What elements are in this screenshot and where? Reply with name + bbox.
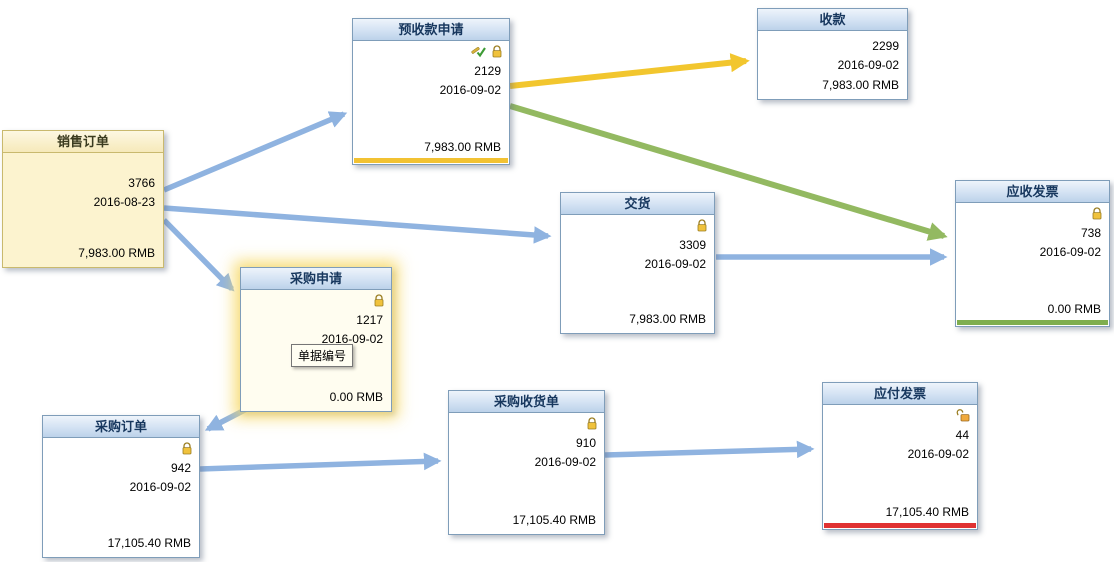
- node-delivery[interactable]: 交货 3309 2016-09-02 7,983.00 RMB: [560, 192, 715, 334]
- node-title: 应收发票: [1006, 184, 1059, 199]
- edit-check-icon: [471, 47, 486, 58]
- document-amount: 7,983.00 RMB: [629, 312, 706, 326]
- icon-row: [956, 203, 1109, 223]
- node-body: 2299 2016-09-02 7,983.00 RMB: [758, 31, 907, 99]
- node-goods-receipt-po[interactable]: 采购收货单 910 2016-09-02 17,105.40 RMB: [448, 390, 605, 535]
- icon-row: [353, 41, 509, 61]
- node-ap-invoice[interactable]: 应付发票 44 2016-09-02 17,105.40 RMB: [822, 382, 978, 530]
- node-header: 应收发票: [956, 181, 1109, 203]
- document-amount: 7,983.00 RMB: [424, 140, 501, 154]
- document-number: 3766: [128, 176, 155, 190]
- lock-closed-icon: [587, 417, 597, 430]
- document-date: 2016-09-02: [907, 447, 969, 461]
- node-header: 应付发票: [823, 383, 977, 405]
- document-number: 44: [955, 428, 969, 442]
- document-amount: 17,105.40 RMB: [512, 513, 596, 527]
- document-date: 2016-09-02: [837, 58, 899, 72]
- lock-closed-icon: [697, 219, 707, 232]
- document-number: 738: [1080, 226, 1101, 240]
- document-date: 2016-09-02: [439, 83, 501, 97]
- node-sales-order[interactable]: 销售订单 3766 2016-08-23 7,983.00 RMB: [2, 130, 164, 268]
- icon-row: [561, 215, 714, 235]
- lock-closed-icon: [492, 45, 502, 58]
- icon-row: [449, 413, 604, 433]
- node-header: 收款: [758, 9, 907, 31]
- document-date: 2016-09-02: [321, 332, 383, 346]
- node-title: 销售订单: [56, 134, 109, 149]
- node-body: 44 2016-09-02 17,105.40 RMB: [823, 405, 977, 529]
- document-amount: 0.00 RMB: [1047, 302, 1101, 316]
- lock-closed-icon: [1092, 207, 1102, 220]
- document-number: 942: [170, 461, 191, 475]
- status-bar-green: [957, 320, 1108, 325]
- document-number: 910: [575, 436, 596, 450]
- node-advance-payment-request[interactable]: 预收款申请 2129 2016-09-02 7,983.00 RMB: [352, 18, 510, 165]
- icon-row: [241, 290, 391, 310]
- edge-purchase-order-to-goods-receipt-po: [199, 452, 442, 472]
- icon-row: [3, 153, 163, 173]
- document-amount: 7,983.00 RMB: [78, 246, 155, 260]
- status-bar-yellow: [354, 158, 508, 163]
- document-amount: 17,105.40 RMB: [885, 505, 969, 519]
- node-header: 交货: [561, 193, 714, 215]
- node-header: 采购收货单: [449, 391, 604, 413]
- document-number: 2129: [474, 64, 501, 78]
- edge-sales-order-to-advance-payment-request: [162, 111, 348, 193]
- node-header: 采购订单: [43, 416, 199, 438]
- edge-sales-order-to-purchase-request: [162, 218, 235, 292]
- node-purchase-request[interactable]: 采购申请 1217 2016-09-02 0.00 RMB: [240, 267, 392, 412]
- icon-row: [43, 438, 199, 458]
- node-body: 3766 2016-08-23 7,983.00 RMB: [3, 153, 163, 267]
- node-ar-invoice[interactable]: 应收发票 738 2016-09-02 0.00 RMB: [955, 180, 1110, 327]
- document-number: 2299: [872, 39, 899, 53]
- node-title: 采购收货单: [493, 394, 559, 409]
- node-body: 1217 2016-09-02 0.00 RMB: [241, 290, 391, 411]
- node-body: 738 2016-09-02 0.00 RMB: [956, 203, 1109, 326]
- node-title: 应付发票: [873, 386, 926, 401]
- document-date: 2016-08-23: [93, 195, 155, 209]
- lock-closed-icon: [182, 442, 192, 455]
- document-number: 3309: [679, 238, 706, 252]
- tooltip-document-number: 单据编号: [291, 344, 354, 367]
- node-header: 采购申请: [241, 268, 391, 290]
- node-title: 收款: [819, 12, 846, 27]
- icon-row: [823, 405, 977, 425]
- document-amount: 17,105.40 RMB: [107, 536, 191, 550]
- node-body: 910 2016-09-02 17,105.40 RMB: [449, 413, 604, 534]
- edge-advance-payment-request-to-incoming-payment: [509, 53, 750, 89]
- edge-sales-order-to-delivery: [163, 205, 552, 244]
- node-purchase-order[interactable]: 采购订单 942 2016-09-02 17,105.40 RMB: [42, 415, 200, 558]
- node-body: 3309 2016-09-02 7,983.00 RMB: [561, 215, 714, 333]
- document-number: 1217: [356, 313, 383, 327]
- edge-goods-receipt-po-to-ap-invoice: [604, 440, 815, 459]
- node-incoming-payment[interactable]: 收款 2299 2016-09-02 7,983.00 RMB: [757, 8, 908, 100]
- node-title: 采购订单: [94, 419, 147, 434]
- edge-advance-payment-request-to-ar-invoice: [509, 103, 948, 241]
- document-date: 2016-09-02: [644, 257, 706, 271]
- node-title: 采购申请: [289, 271, 342, 286]
- status-bar-red: [824, 523, 976, 528]
- node-title: 预收款申请: [398, 22, 464, 37]
- document-date: 2016-09-02: [534, 455, 596, 469]
- node-body: 942 2016-09-02 17,105.40 RMB: [43, 438, 199, 557]
- document-amount: 0.00 RMB: [329, 390, 383, 404]
- document-date: 2016-09-02: [1039, 245, 1101, 259]
- lock-closed-icon: [374, 294, 384, 307]
- node-header: 预收款申请: [353, 19, 509, 41]
- document-date: 2016-09-02: [129, 480, 191, 494]
- document-amount: 7,983.00 RMB: [822, 78, 899, 92]
- node-title: 交货: [624, 196, 651, 211]
- node-body: 2129 2016-09-02 7,983.00 RMB: [353, 41, 509, 164]
- lock-open-icon: [956, 409, 970, 422]
- node-header: 销售订单: [3, 131, 163, 153]
